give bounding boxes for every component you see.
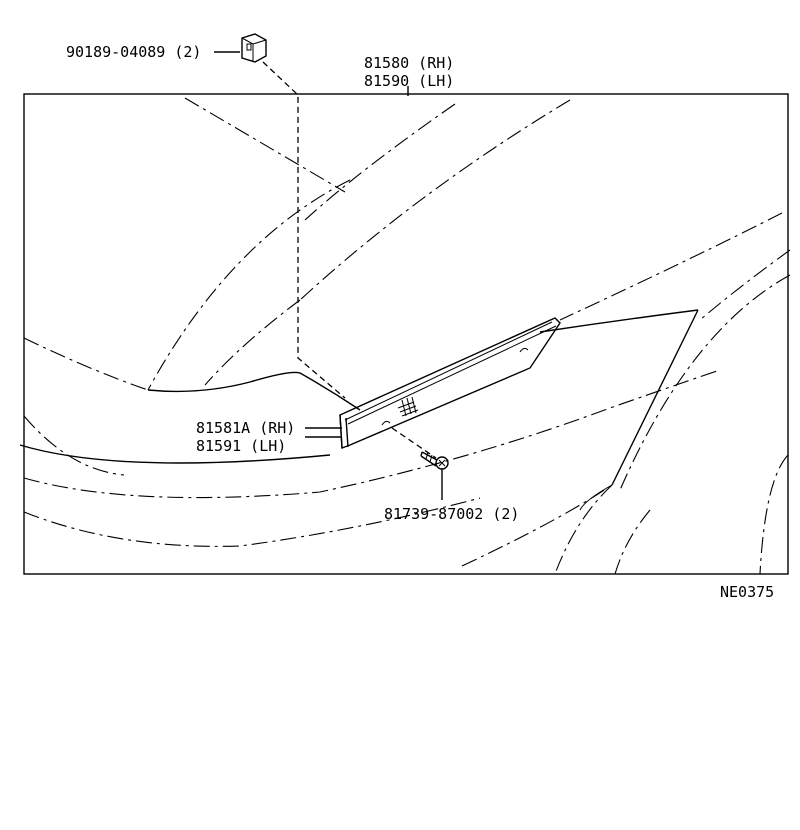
fender-edge bbox=[579, 484, 613, 511]
screw-thread bbox=[425, 451, 433, 463]
callout-lens-rh: 81581A (RH) bbox=[196, 419, 295, 437]
clip-slot bbox=[246, 43, 252, 51]
phantom-line bbox=[299, 99, 571, 301]
leader-lines bbox=[214, 51, 443, 500]
clip-icon bbox=[241, 33, 267, 63]
lamp-edge bbox=[344, 321, 553, 421]
fender-lower-edge bbox=[19, 444, 331, 464]
lamp-mark bbox=[519, 347, 529, 353]
assembly-lines bbox=[262, 61, 437, 459]
phantom-line bbox=[23, 415, 125, 476]
callout-clip: 90189-04089 (2) bbox=[66, 43, 201, 61]
screw-shank bbox=[420, 451, 438, 467]
body-phantom-lines bbox=[23, 97, 791, 575]
callout-screw: 81739-87002 (2) bbox=[384, 505, 519, 523]
phantom-line bbox=[184, 97, 346, 193]
screw-assembly-line bbox=[391, 427, 437, 459]
fender-edge bbox=[611, 309, 699, 486]
phantom-line bbox=[619, 274, 791, 491]
lamp-edge bbox=[339, 414, 343, 449]
screw-drive bbox=[438, 459, 446, 467]
phantom-line bbox=[759, 454, 789, 575]
lamp-grid-mark bbox=[397, 396, 419, 417]
clip-assembly-line bbox=[262, 61, 346, 399]
phantom-line bbox=[304, 103, 456, 221]
phantom-line bbox=[699, 249, 791, 321]
screw-part bbox=[420, 451, 449, 470]
phantom-line bbox=[559, 212, 783, 321]
diagram-frame bbox=[23, 93, 789, 575]
fender-crease bbox=[539, 309, 699, 333]
phantom-line bbox=[23, 337, 149, 391]
phantom-line bbox=[204, 299, 301, 386]
lamp-mark bbox=[381, 420, 391, 426]
diagram-code: NE0375 bbox=[720, 583, 774, 601]
lamp-edge bbox=[345, 417, 349, 448]
fender-arch-edge bbox=[147, 371, 361, 411]
callout-assembly-rh: 81580 (RH) bbox=[364, 54, 454, 72]
clip-part bbox=[241, 33, 267, 63]
phantom-line bbox=[614, 509, 651, 575]
clip-edge bbox=[241, 37, 267, 62]
phantom-line bbox=[23, 497, 481, 547]
phantom-line bbox=[461, 484, 613, 567]
lamp-outline bbox=[339, 317, 561, 449]
callout-assembly-lh: 81590 (LH) bbox=[364, 72, 454, 90]
fender-outline bbox=[19, 309, 699, 511]
lamp-edge bbox=[347, 325, 557, 425]
phantom-line bbox=[147, 179, 351, 391]
callout-lens-lh: 81591 (LH) bbox=[196, 437, 286, 455]
phantom-line bbox=[554, 484, 613, 575]
side-marker-lamp bbox=[339, 317, 561, 449]
phantom-line bbox=[23, 369, 721, 499]
